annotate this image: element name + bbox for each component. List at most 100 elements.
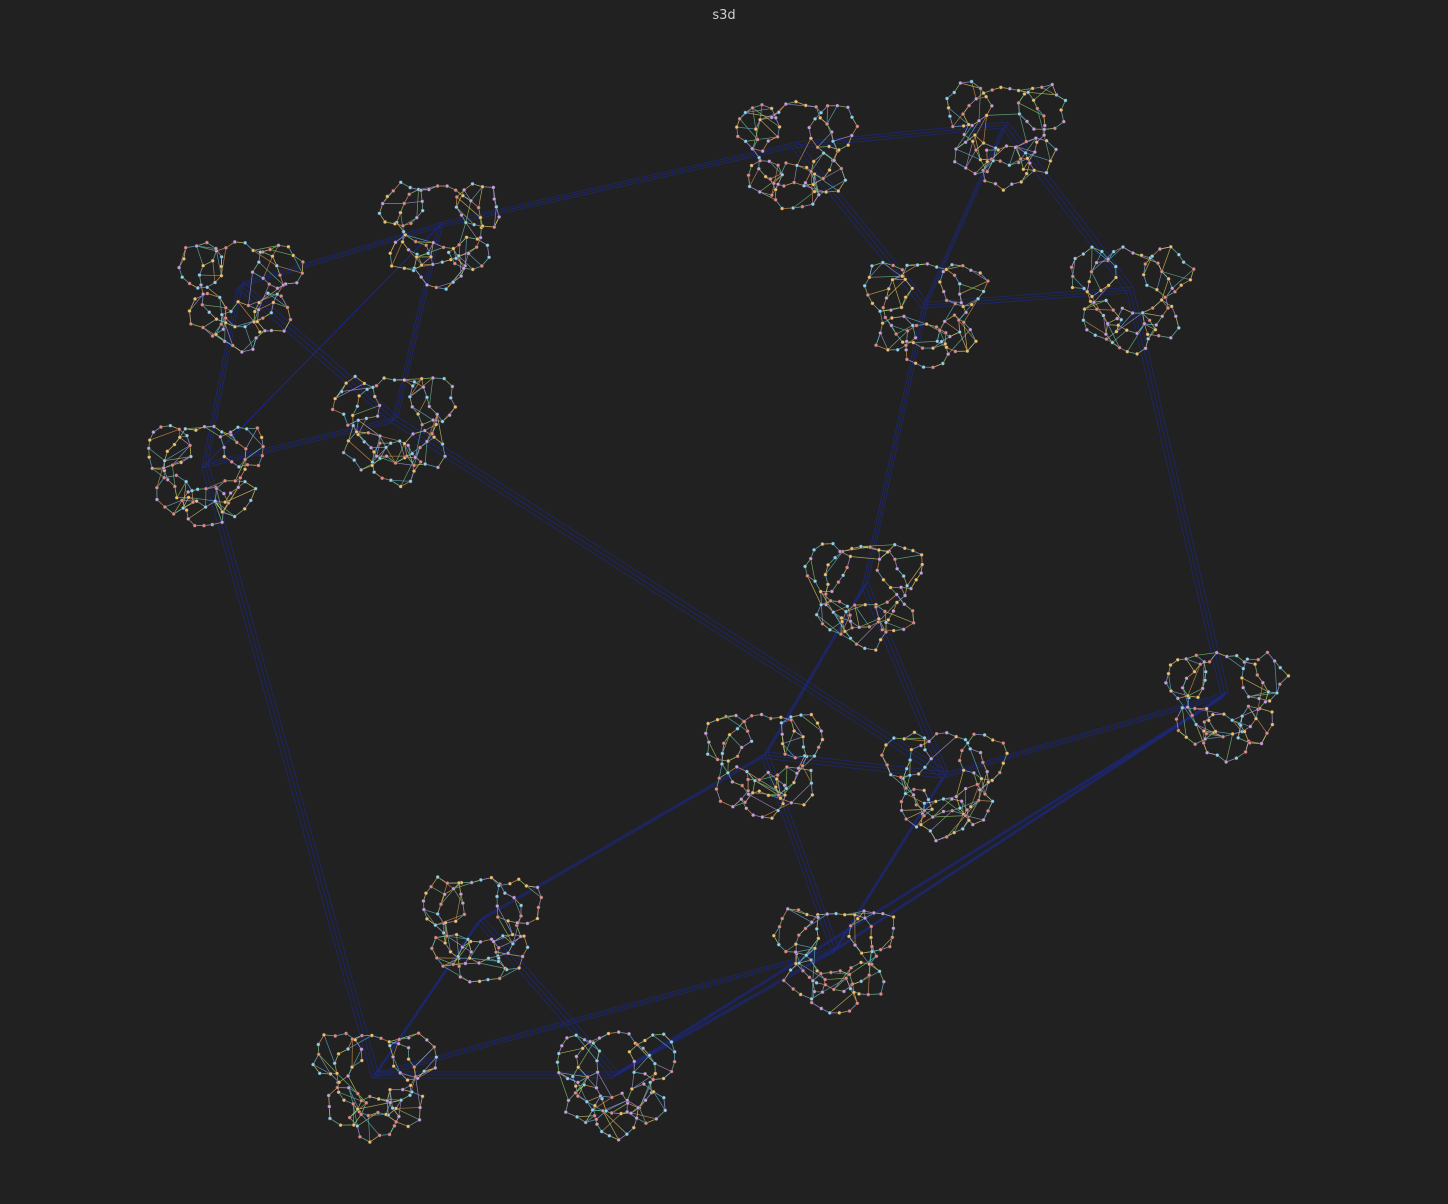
graph-node — [777, 124, 782, 129]
local-edge — [196, 245, 216, 249]
graph-node — [1023, 150, 1028, 155]
graph-node — [862, 916, 867, 921]
local-edge — [156, 460, 166, 488]
graph-node — [433, 923, 438, 928]
bridge-edge — [479, 919, 616, 1076]
graph-node — [1153, 327, 1158, 332]
local-edge — [860, 544, 895, 547]
graph-node — [186, 516, 191, 521]
graph-node — [1192, 669, 1197, 674]
local-edge — [1046, 140, 1057, 150]
graph-node — [961, 304, 966, 309]
graph-node — [1185, 705, 1190, 710]
graph-node — [632, 1070, 637, 1075]
local-edge — [626, 1088, 633, 1101]
local-edge — [656, 1110, 666, 1120]
local-edge — [775, 775, 779, 788]
graph-node — [810, 792, 815, 797]
graph-node — [454, 205, 459, 210]
graph-node — [256, 260, 261, 265]
local-edge — [1018, 102, 1045, 117]
graph-node — [899, 808, 904, 813]
local-edge — [404, 443, 408, 457]
graph-node — [886, 617, 891, 622]
local-edge — [867, 288, 889, 296]
graph-node — [426, 251, 431, 256]
local-edge — [944, 321, 960, 333]
local-edge — [967, 341, 977, 352]
graph-node — [834, 911, 839, 916]
local-edge — [752, 780, 756, 793]
local-edge — [234, 508, 245, 517]
bridge-edge — [204, 464, 376, 1076]
graph-node — [735, 134, 740, 139]
graph-node — [451, 280, 456, 285]
local-edge — [746, 771, 756, 781]
graph-node — [432, 435, 437, 440]
graph-node — [366, 1113, 371, 1118]
graph-node — [978, 86, 983, 91]
graph-node — [347, 1115, 352, 1120]
local-edge — [258, 261, 284, 286]
graph-node — [327, 1116, 332, 1121]
graph-node — [380, 201, 385, 206]
bridge-edge — [614, 949, 836, 1076]
local-edge — [1195, 724, 1208, 753]
graph-node — [353, 1037, 358, 1042]
graph-node — [1175, 657, 1180, 662]
graph-node — [187, 281, 192, 286]
graph-node — [756, 166, 761, 171]
graph-node — [821, 176, 826, 181]
local-edge — [895, 325, 913, 335]
graph-node — [188, 321, 193, 326]
graph-node — [269, 328, 274, 333]
graph-node — [900, 340, 905, 345]
graph-node — [749, 739, 754, 744]
graph-node — [842, 629, 847, 634]
graph-node — [941, 809, 946, 814]
local-edge — [234, 320, 254, 328]
graph-node — [819, 729, 824, 734]
graph-node — [758, 117, 763, 122]
local-edge — [164, 497, 189, 508]
graph-node — [1154, 322, 1159, 327]
graph-node — [421, 385, 426, 390]
graph-node — [235, 425, 240, 430]
graph-node — [1106, 257, 1111, 262]
graph-node — [661, 1095, 666, 1100]
local-edge — [499, 967, 520, 979]
local-edge — [1093, 277, 1117, 303]
graph-node — [877, 969, 882, 974]
graph-node — [871, 910, 876, 915]
local-edge — [986, 113, 1020, 116]
graph-node — [718, 799, 723, 804]
local-edge — [850, 556, 880, 560]
graph-node — [965, 740, 970, 745]
graph-node — [885, 347, 890, 352]
graph-node — [1239, 675, 1244, 680]
graph-node — [818, 115, 823, 120]
local-edge — [352, 1103, 355, 1125]
graph-node — [1180, 705, 1185, 710]
local-edge — [982, 160, 994, 171]
graph-node — [475, 237, 480, 242]
graph-node — [1230, 718, 1235, 723]
graph-node — [204, 486, 209, 491]
graph-node — [977, 118, 982, 123]
local-edge — [869, 262, 884, 278]
graph-node — [388, 478, 393, 483]
graph-node — [833, 555, 838, 560]
graph-node — [816, 192, 821, 197]
graph-node — [925, 261, 930, 266]
graph-node — [595, 1070, 600, 1075]
graph-node — [411, 431, 416, 436]
graph-node — [855, 1001, 860, 1006]
local-edge — [875, 344, 889, 351]
bridge-edge — [764, 754, 836, 951]
graph-node — [261, 444, 266, 449]
graph-node — [963, 786, 968, 791]
local-edge — [1215, 731, 1233, 735]
graph-node — [944, 730, 949, 735]
graph-node — [1026, 90, 1031, 95]
graph-node — [881, 577, 886, 582]
